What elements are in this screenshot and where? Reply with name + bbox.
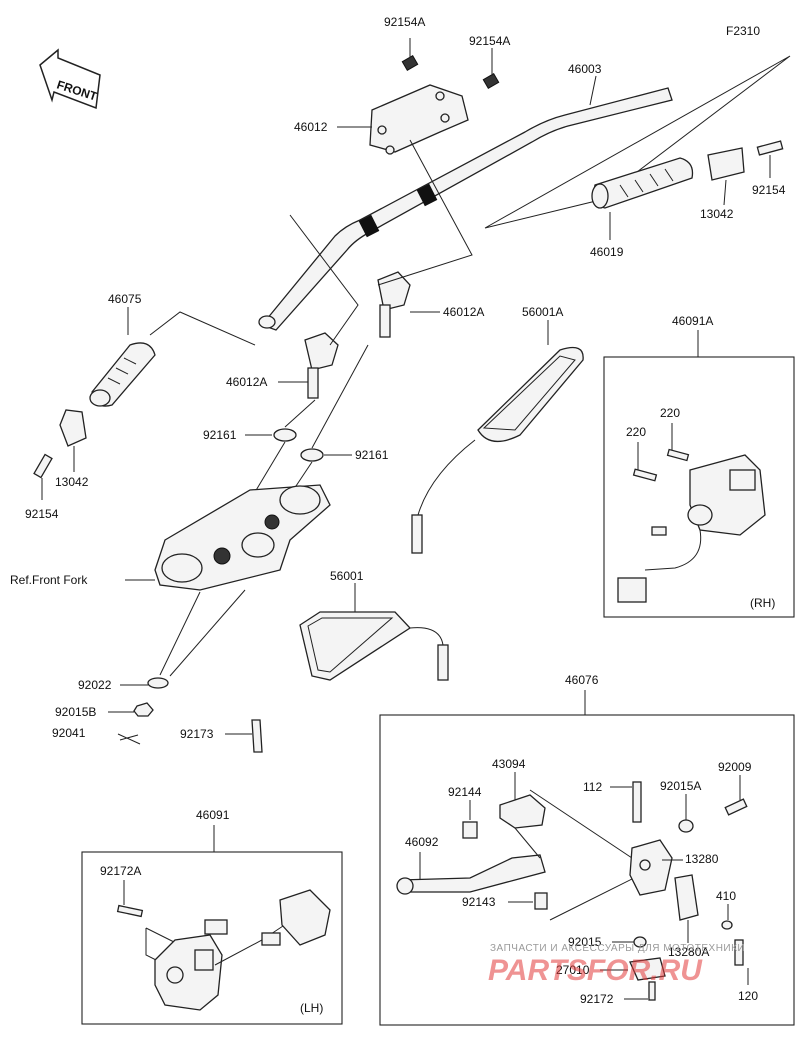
rh-switch-housing xyxy=(687,454,766,536)
pin-92041-icon xyxy=(117,733,141,745)
washer-92161-right xyxy=(300,448,324,462)
watermark-tagline: ЗАПЧАСТИ И АКСЕССУАРЫ ДЛЯ МОТОТЕХНИКИ xyxy=(490,943,745,954)
rh-wire xyxy=(644,529,702,571)
label-92022: 92022 xyxy=(78,678,112,692)
label-27010: 27010 xyxy=(556,963,590,977)
label-46091: 46091 xyxy=(196,808,230,822)
adjuster-43094 xyxy=(499,794,546,829)
label-43094: 43094 xyxy=(492,757,526,771)
screw-220-b-icon xyxy=(632,468,658,482)
lh-switch-housing xyxy=(154,934,223,1011)
label-46092: 46092 xyxy=(405,835,439,849)
label-46012: 46012 xyxy=(294,120,328,134)
label-112: 112 xyxy=(583,780,602,794)
label-46003: 46003 xyxy=(568,62,602,76)
nut-92015B-icon xyxy=(133,702,154,717)
label-56001: 56001 xyxy=(330,569,364,583)
label-92173: 92173 xyxy=(180,727,214,741)
box-rh-label: (RH) xyxy=(750,596,775,610)
label-13280: 13280 xyxy=(685,852,719,866)
lower-clamp-46012A-left xyxy=(304,332,339,399)
label-92161-1: 92161 xyxy=(203,428,237,442)
bar-end-weight-13042-right xyxy=(707,147,745,181)
cotter-92173-icon xyxy=(251,719,263,753)
rh-switch-box xyxy=(603,356,795,618)
screw-92009-icon xyxy=(724,798,748,816)
front-arrow-icon: FRONT xyxy=(39,48,101,110)
figure-code: F2310 xyxy=(726,24,760,38)
collar-92143-icon xyxy=(534,892,548,910)
label-92172: 92172 xyxy=(580,992,614,1006)
label-46019: 46019 xyxy=(590,245,624,259)
washer-410-icon xyxy=(721,920,733,930)
label-92154-1: 92154 xyxy=(752,183,786,197)
label-92154A-1: 92154A xyxy=(384,15,425,29)
label-56001A: 56001A xyxy=(522,305,563,319)
label-92015: 92015 xyxy=(568,935,602,949)
bar-end-weight-13042-left xyxy=(59,409,87,447)
label-46012A-1: 46012A xyxy=(443,305,484,319)
nut-92015A-icon xyxy=(678,819,694,833)
lower-clamp-46012A-right xyxy=(377,271,411,338)
watermark-logo: PARTSFOR.RU xyxy=(488,954,703,987)
rh-connector-small xyxy=(651,526,667,536)
label-220-1: 220 xyxy=(660,406,680,420)
lh-switch-box xyxy=(81,851,343,1025)
mirror-56001 xyxy=(299,611,449,681)
washer-92161-left xyxy=(273,428,297,442)
label-46091A: 46091A xyxy=(672,314,713,328)
label-13042-2: 13042 xyxy=(55,475,89,489)
lever-box xyxy=(379,714,795,1026)
holder-13280A xyxy=(674,874,699,921)
lever-46092 xyxy=(396,854,546,895)
label-220-2: 220 xyxy=(626,425,646,439)
washer-92022 xyxy=(147,677,169,689)
label-92144: 92144 xyxy=(448,785,482,799)
mirror-56001A xyxy=(411,346,584,554)
nut-92015-icon xyxy=(633,936,647,948)
lever-holder-13280 xyxy=(629,839,673,896)
label-92041: 92041 xyxy=(52,726,86,740)
upper-triple-clamp xyxy=(154,484,331,591)
label-92143: 92143 xyxy=(462,895,496,909)
label-92154-2: 92154 xyxy=(25,507,59,521)
box-lh-label: (LH) xyxy=(300,1001,323,1015)
bolt-120-icon xyxy=(734,939,744,966)
label-92154A-2: 92154A xyxy=(469,34,510,48)
label-46012A-2: 46012A xyxy=(226,375,267,389)
label-46075: 46075 xyxy=(108,292,142,306)
handlebar-assembly xyxy=(258,55,791,331)
bolt-92154-left-icon xyxy=(33,453,53,479)
lh-connector-small xyxy=(204,919,228,935)
label-46076: 46076 xyxy=(565,673,599,687)
ref-front-fork-label: Ref.Front Fork xyxy=(10,573,88,587)
rh-connector xyxy=(617,577,647,603)
label-13042-1: 13042 xyxy=(700,207,734,221)
spring-92144-icon xyxy=(462,821,478,839)
label-92015B: 92015B xyxy=(55,705,96,719)
switch-27010 xyxy=(629,957,666,981)
label-92172A: 92172A xyxy=(100,864,141,878)
label-13280A: 13280A xyxy=(668,945,709,959)
grip-46075 xyxy=(89,342,156,407)
grip-46019 xyxy=(591,157,694,209)
lh-wire-sleeve xyxy=(261,932,281,946)
clamp-46012 xyxy=(369,84,469,155)
bolt-112-icon xyxy=(632,781,642,823)
label-92015A: 92015A xyxy=(660,779,701,793)
screw-92172A-icon xyxy=(116,904,144,918)
label-92161-2: 92161 xyxy=(355,448,389,462)
label-410: 410 xyxy=(716,889,736,903)
screw-92172-icon xyxy=(648,981,656,1001)
bolt-92154-right-icon xyxy=(756,140,784,156)
label-92009: 92009 xyxy=(718,760,752,774)
screw-220-a-icon xyxy=(666,448,690,462)
bolt-92154A-icon xyxy=(401,54,500,90)
label-120: 120 xyxy=(738,989,758,1003)
lh-connector xyxy=(279,889,331,946)
